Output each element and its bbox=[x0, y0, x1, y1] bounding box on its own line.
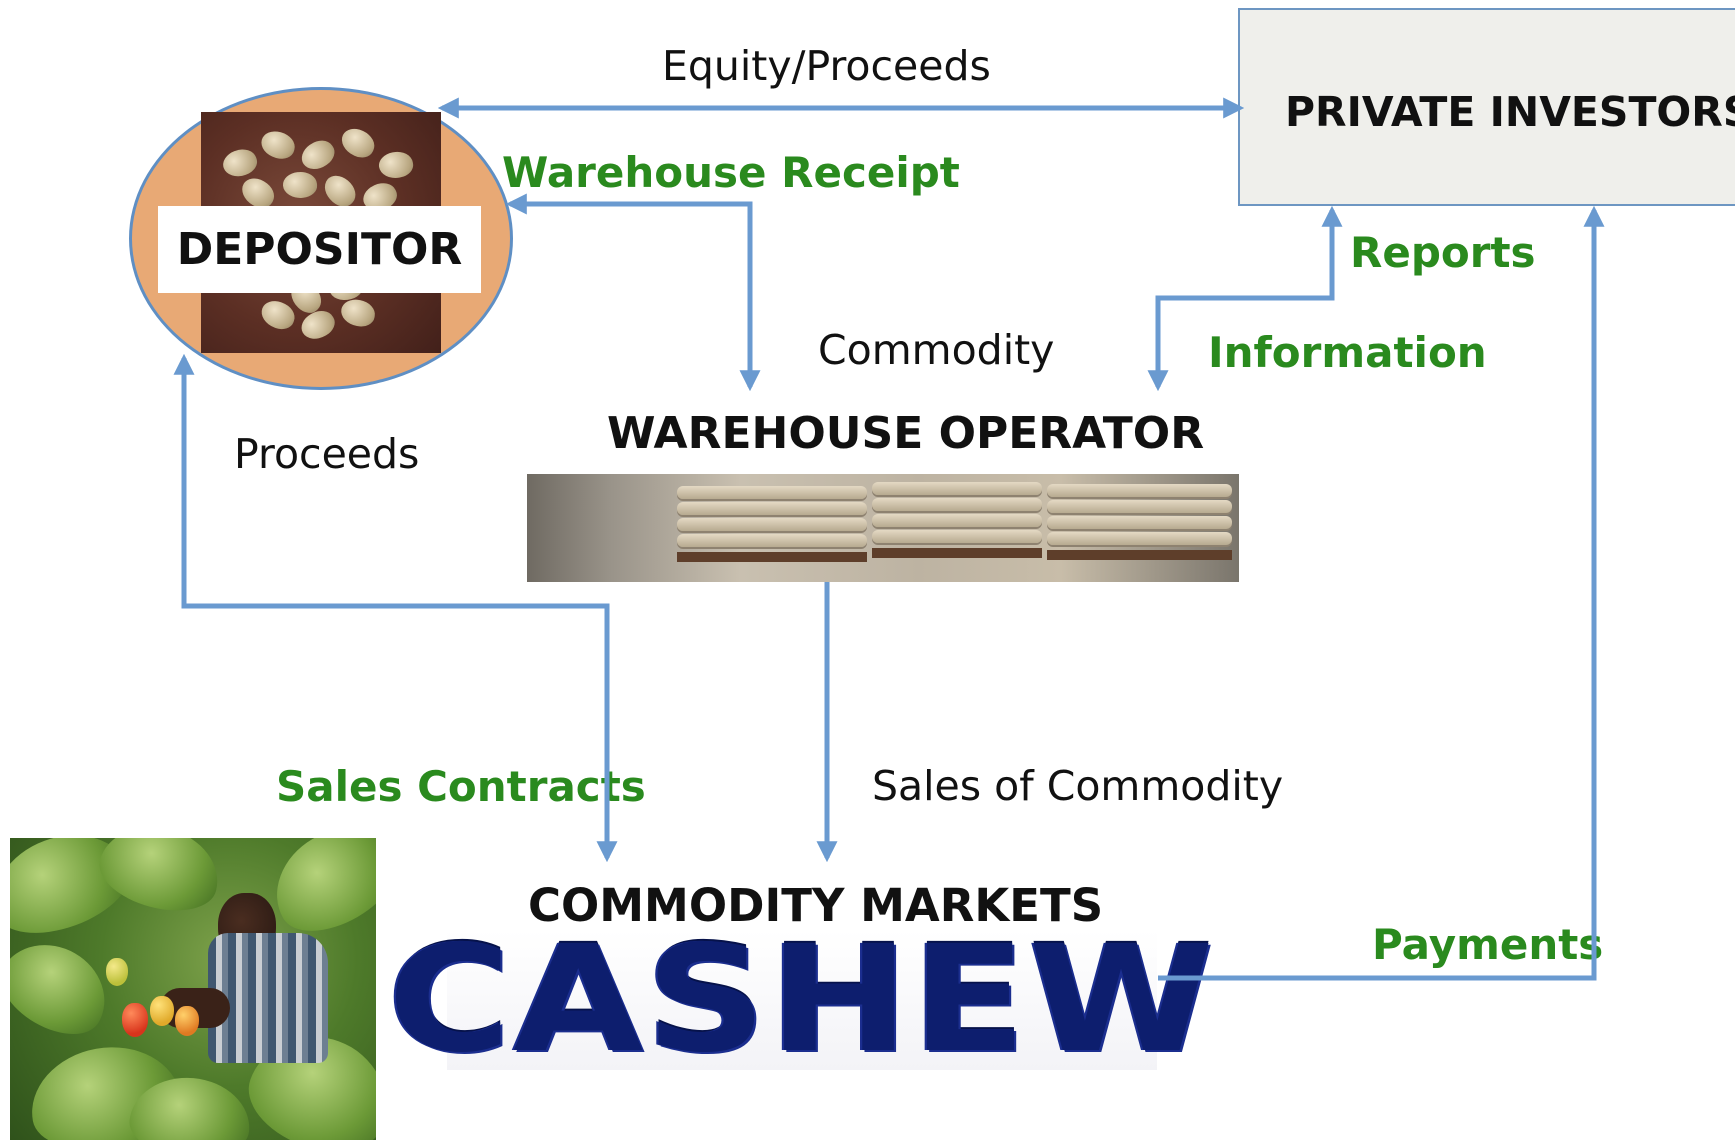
cashew-logo-text: CASHEW bbox=[387, 914, 1217, 1086]
cashew-farmer-photo bbox=[10, 838, 376, 1140]
private-investors-box bbox=[1238, 8, 1735, 206]
reports-information-arrow bbox=[1147, 205, 1343, 392]
depositor-label: DEPOSITOR bbox=[176, 223, 463, 275]
depositor-label-box bbox=[158, 206, 481, 293]
flow-label-equity-proceeds: Equity/Proceeds bbox=[662, 42, 991, 90]
flow-label-warehouse-receipt: Warehouse Receipt bbox=[502, 148, 960, 197]
private-investors-label: PRIVATE INVESTORS bbox=[1285, 88, 1735, 136]
proceeds-sales-contracts-arrow bbox=[173, 353, 618, 863]
warehouse-operator-label: WAREHOUSE OPERATOR bbox=[607, 408, 1205, 459]
commodity-markets-label: COMMODITY MARKETS bbox=[528, 879, 1104, 932]
flow-label-reports: Reports bbox=[1350, 228, 1536, 277]
warehouse-receipt-arrow bbox=[505, 193, 761, 392]
flow-label-payments: Payments bbox=[1372, 920, 1604, 969]
flow-label-commodity: Commodity bbox=[818, 326, 1055, 374]
cashew-logo: CASHEW bbox=[388, 927, 1214, 1074]
flow-label-sales-of-commodity: Sales of Commodity bbox=[872, 762, 1284, 810]
warehouse-sacks-photo bbox=[527, 474, 1239, 582]
payments-arrow bbox=[1158, 205, 1605, 981]
